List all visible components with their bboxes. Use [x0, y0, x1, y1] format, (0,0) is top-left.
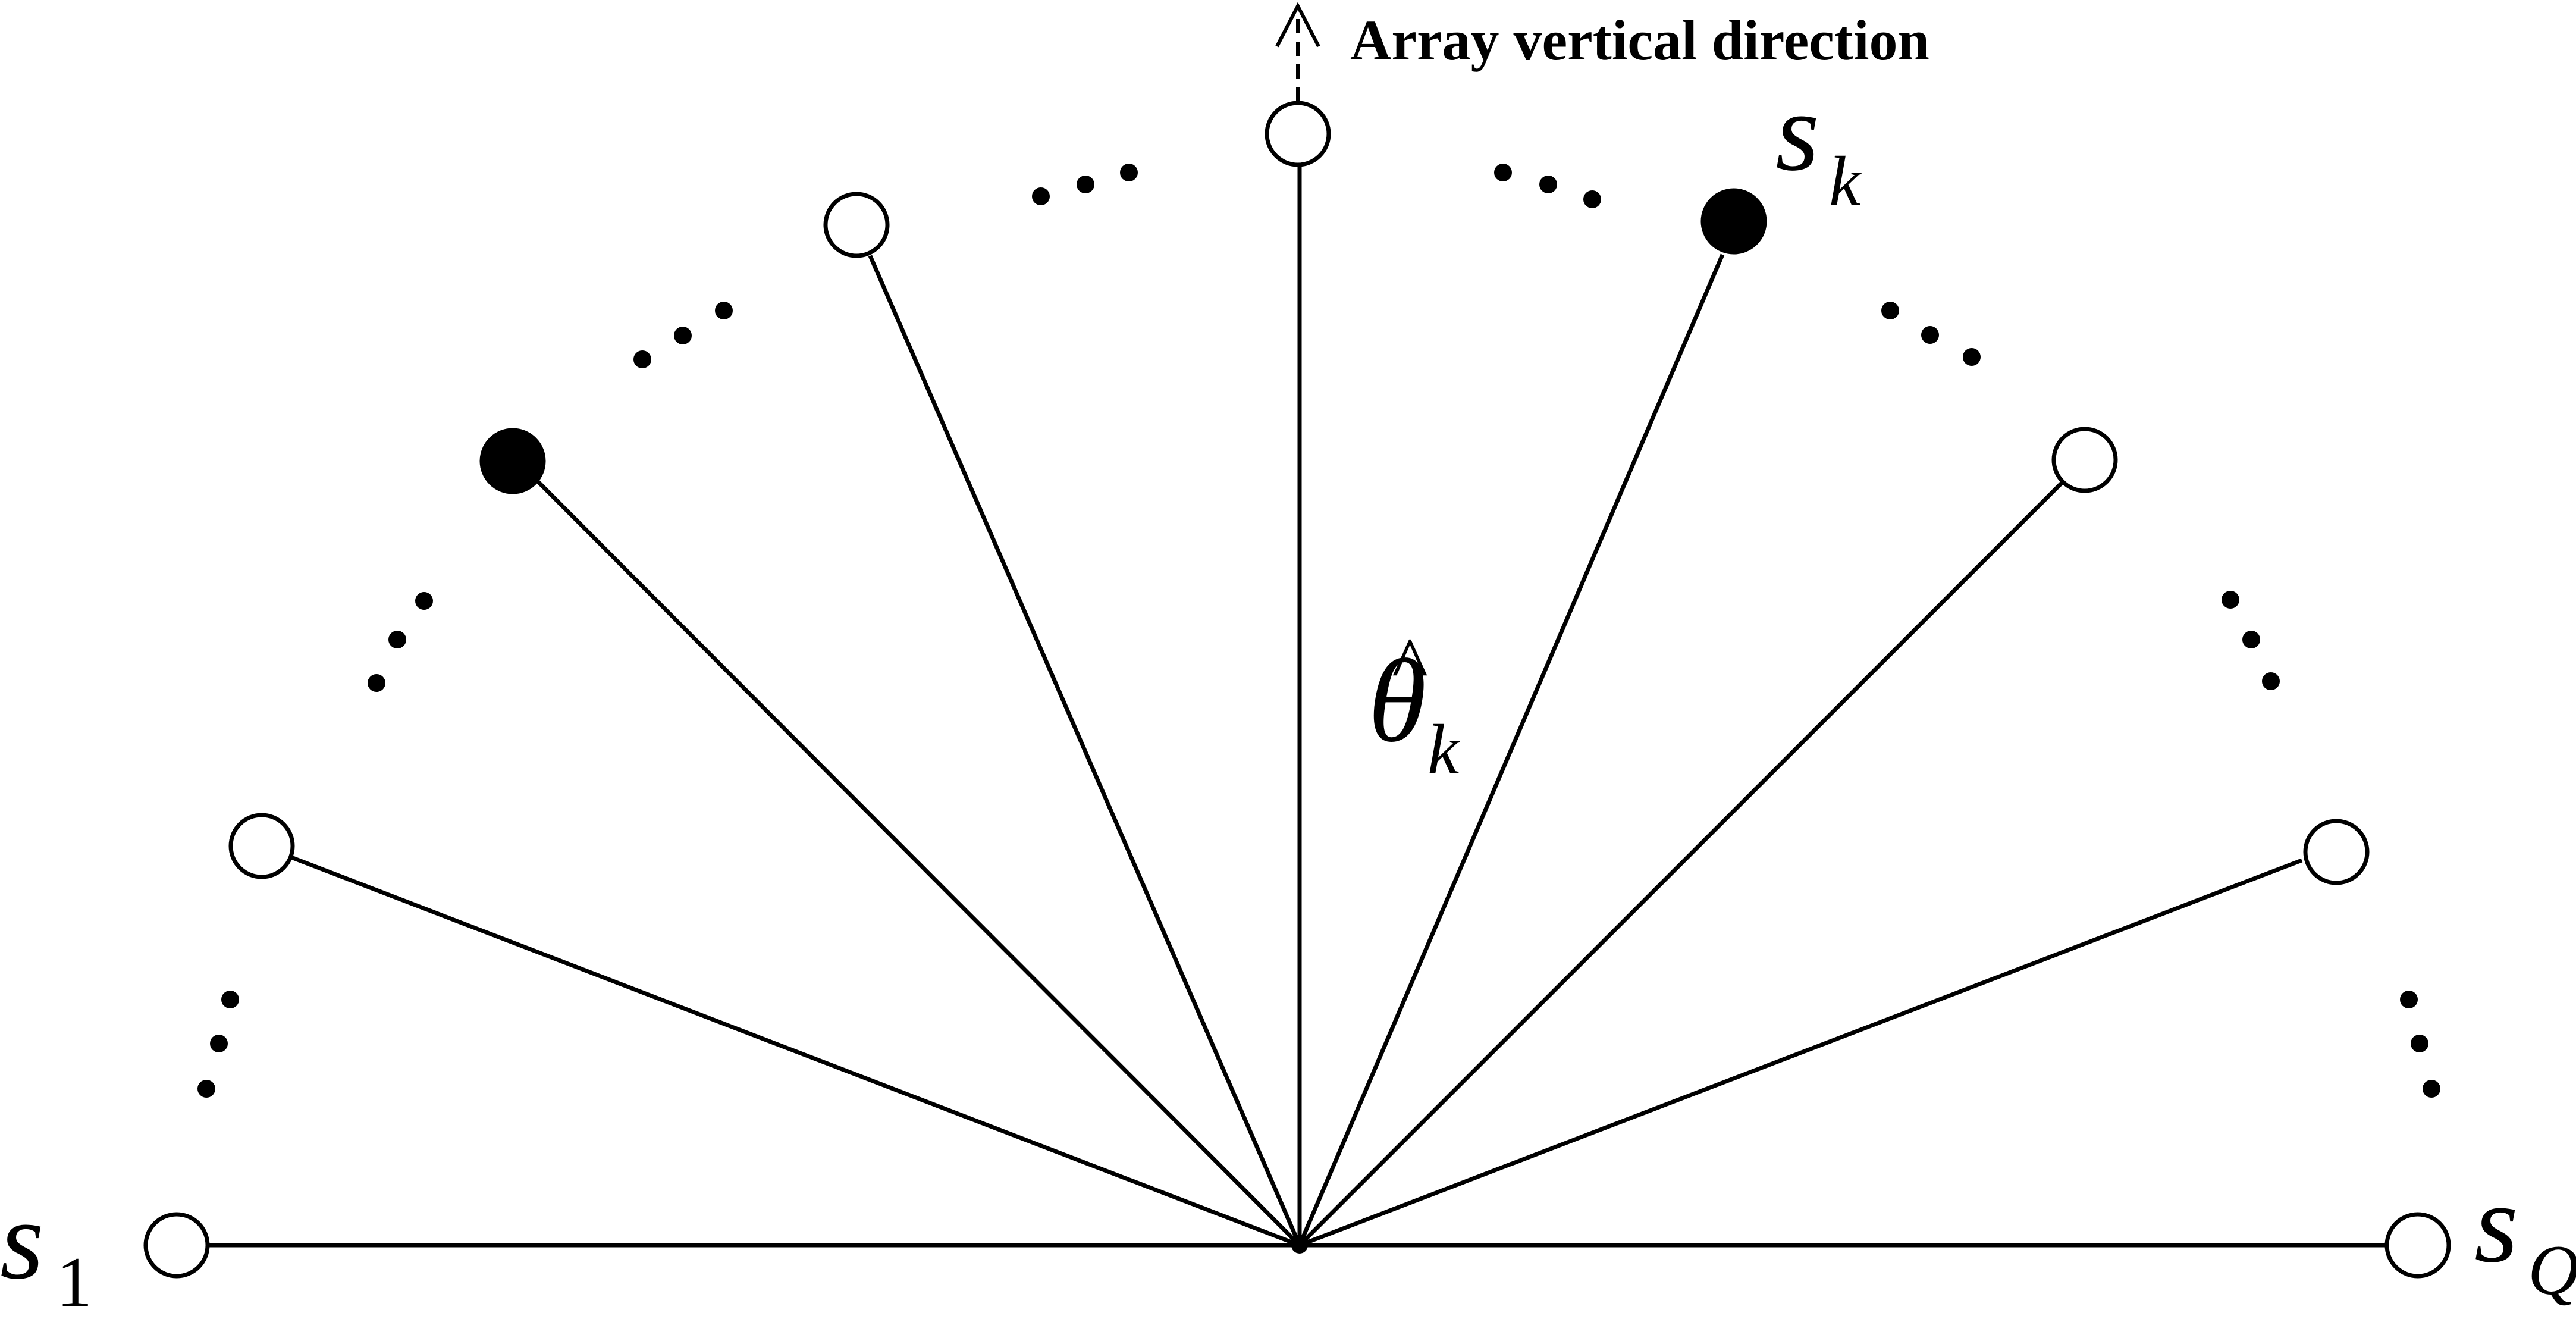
ellipsis-dot	[1539, 176, 1557, 193]
node-8	[2303, 819, 2370, 885]
ellipsis-dot	[2222, 591, 2239, 609]
ray-sk	[1297, 253, 1725, 1246]
ray-node-7	[1298, 480, 2064, 1247]
node-7	[2051, 427, 2118, 493]
ray-lines	[208, 165, 2385, 1248]
label-theta-k-symbol: θk	[1368, 635, 1461, 789]
ellipsis-dot	[1921, 326, 1939, 344]
ray-node-3	[534, 477, 1301, 1247]
ellipsis-dot	[1583, 190, 1601, 208]
node-3-filled	[479, 428, 546, 494]
vertical-direction-arrow	[1275, 2, 1320, 101]
ellipsis-dot	[2423, 1080, 2440, 1098]
ellipsis-dot	[415, 592, 433, 610]
ray-node-8	[1298, 858, 2303, 1248]
ellipsis-dot	[388, 631, 406, 648]
node-s1	[143, 1212, 210, 1279]
ellipsis-dot	[2262, 672, 2280, 690]
node-2	[228, 813, 295, 879]
ellipsis-dot	[197, 1080, 215, 1098]
ellipsis-dot	[2411, 1035, 2428, 1052]
ellipsis-dot	[221, 991, 239, 1008]
label-theta-k: ^	[1392, 622, 1428, 707]
ellipsis-dot	[1120, 164, 1138, 181]
node-sk-filled	[1700, 188, 1767, 255]
ray-node-4	[868, 255, 1302, 1246]
node-sQ	[2384, 1212, 2451, 1279]
node-vertical	[1265, 101, 1331, 167]
source-nodes	[143, 101, 2451, 1279]
ellipsis-dot	[1494, 164, 1512, 181]
ellipsis-dot	[368, 674, 385, 692]
ray-node-2	[285, 853, 1301, 1248]
ellipsis-dot	[1963, 348, 1981, 366]
array-center-point	[1291, 1237, 1308, 1254]
node-4	[823, 192, 890, 258]
ellipsis-dot	[715, 302, 733, 319]
ellipsis-dot	[1032, 187, 1050, 205]
ellipsis-dot	[2400, 991, 2418, 1008]
ellipsis-dots	[197, 164, 2440, 1098]
arrow-head-icon	[1275, 2, 1320, 48]
ellipsis-dot	[1077, 176, 1094, 193]
direction-label: Array vertical direction	[1350, 8, 1929, 72]
ellipsis-dot	[674, 327, 692, 344]
ellipsis-dot	[210, 1035, 228, 1052]
ellipsis-dot	[2242, 631, 2260, 648]
ellipsis-dot	[633, 350, 651, 368]
ellipsis-dot	[1881, 302, 1899, 319]
